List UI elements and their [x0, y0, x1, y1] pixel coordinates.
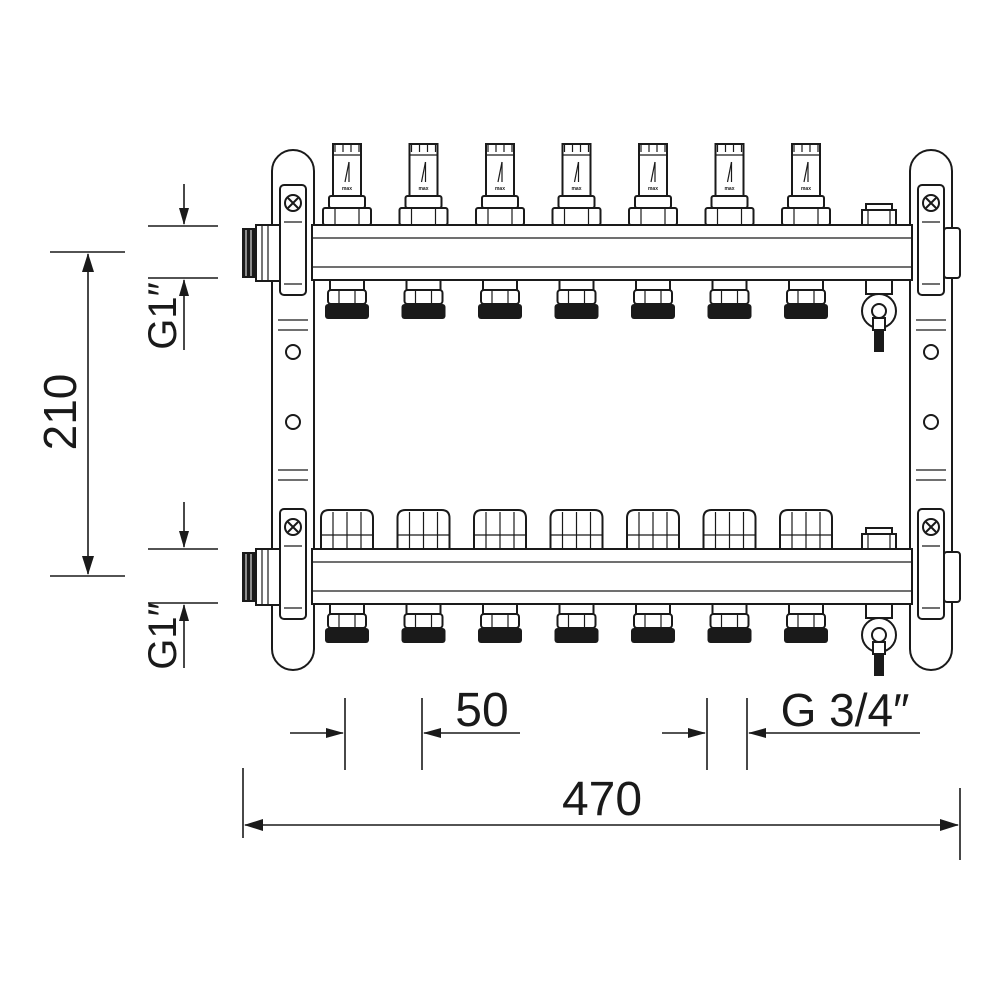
return-valve-cap	[702, 509, 757, 550]
supply-outlet	[707, 279, 752, 319]
supply-outlet	[325, 279, 369, 319]
return-valve-cap	[396, 509, 451, 550]
return-outlet	[478, 603, 522, 643]
flowmeter-max-label: max	[342, 186, 352, 192]
supply-bar	[311, 224, 913, 281]
return-outlet	[784, 603, 828, 643]
dimension-bottom-inlet: G1″	[141, 502, 218, 670]
dimension-210: 210	[34, 251, 125, 577]
top-drain-valve	[861, 279, 897, 352]
supply-outlet	[784, 279, 828, 319]
dimension-top-inlet: G1″	[141, 184, 218, 350]
right-end-caps	[943, 227, 961, 603]
return-valve-cap	[473, 509, 527, 550]
dimension-50: 50	[290, 684, 520, 770]
top-inlet-connection	[242, 224, 281, 282]
flowmeter: max	[475, 143, 525, 226]
outlet-thread-label: G 3/4″	[781, 684, 910, 736]
supply-outlet	[401, 279, 446, 319]
top-inlet-thread-label: G1″	[141, 282, 185, 350]
return-outlet	[554, 603, 599, 643]
outlet-spacing-label: 50	[455, 684, 508, 737]
dimension-470: 470	[242, 768, 961, 860]
flowmeter: max	[398, 143, 449, 226]
top-air-vent	[861, 203, 897, 226]
left-bracket	[271, 149, 315, 671]
flowmeter-max-label: max	[418, 186, 428, 192]
flowmeter: max	[628, 143, 678, 226]
supply-outlet	[478, 279, 522, 319]
return-outlet-row	[325, 603, 828, 643]
flowmeter: max	[322, 143, 372, 226]
bottom-inlet-thread-label: G1″	[141, 602, 185, 670]
return-bar	[311, 548, 913, 605]
return-outlet	[707, 603, 752, 643]
flowmeter-max-label: max	[801, 186, 811, 192]
return-valve-cap	[549, 509, 604, 550]
right-bracket	[909, 149, 953, 671]
flowmeter-max-label: max	[571, 186, 581, 192]
dimension-outlet-thread: G 3/4″	[662, 684, 920, 770]
flowmeter-max-label: max	[495, 186, 505, 192]
dimension-210-label: 210	[34, 374, 86, 451]
bottom-drain-valve	[861, 603, 897, 676]
return-valve-cap	[779, 509, 833, 550]
supply-outlet	[554, 279, 599, 319]
return-valve-row	[320, 509, 833, 550]
bottom-air-vent	[861, 527, 897, 550]
supply-outlet	[631, 279, 675, 319]
flowmeter: max	[551, 143, 602, 226]
flowmeter-max-label: max	[724, 186, 734, 192]
return-outlet	[401, 603, 446, 643]
flowmeter-max-label: max	[648, 186, 658, 192]
return-valve-cap	[320, 509, 374, 550]
flowmeter: max	[781, 143, 831, 226]
return-outlet	[325, 603, 369, 643]
flowmeter: max	[704, 143, 755, 226]
return-outlet	[631, 603, 675, 643]
total-width-label: 470	[562, 773, 642, 826]
return-valve-cap	[626, 509, 680, 550]
bottom-inlet-connection	[242, 548, 281, 606]
flowmeter-row: max max max max max max max	[322, 143, 831, 226]
supply-outlet-row	[325, 279, 828, 319]
